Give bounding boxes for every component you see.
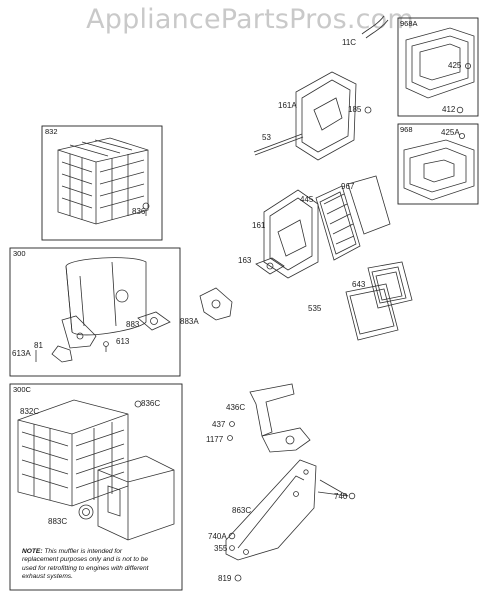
precleaner-967 xyxy=(347,175,391,235)
screw-836 xyxy=(142,202,150,216)
label-613a: 613A xyxy=(12,349,31,358)
label-883: 883 xyxy=(126,320,140,329)
elbow-436c xyxy=(249,383,311,453)
gasket-883 xyxy=(137,311,171,331)
gasket-883a xyxy=(199,287,233,321)
label-163: 163 xyxy=(238,256,252,265)
label-412: 412 xyxy=(442,105,456,114)
screw-836c xyxy=(134,400,142,408)
label-425a: 425A xyxy=(441,128,460,137)
label-836: 836 xyxy=(132,207,146,216)
watermark: AppliancePartsPros.com xyxy=(86,4,414,35)
label-643: 643 xyxy=(352,280,366,289)
box-832-frame xyxy=(41,125,163,241)
cover-968a xyxy=(405,27,475,99)
label-161a: 161A xyxy=(278,101,297,110)
label-185: 185 xyxy=(348,105,362,114)
label-11c: 11C xyxy=(342,38,356,47)
nut-412 xyxy=(456,106,464,114)
box-968a-frame xyxy=(397,17,479,117)
label-883a: 883A xyxy=(180,317,199,326)
nut-185 xyxy=(364,106,372,114)
label-161: 161 xyxy=(252,221,266,230)
box-300c: 300C xyxy=(13,385,32,394)
gasket-883c xyxy=(78,504,94,520)
muffler-300 xyxy=(61,257,147,349)
label-1177: 1177 xyxy=(206,435,224,444)
box-968: 968 xyxy=(400,125,413,134)
label-53: 53 xyxy=(262,133,271,142)
lockplate-81 xyxy=(51,345,73,363)
bolt-613 xyxy=(103,341,109,352)
box-300-frame xyxy=(9,247,181,377)
label-425: 425 xyxy=(448,61,462,70)
filter-643 xyxy=(367,261,413,309)
tube-11c xyxy=(361,15,389,39)
label-436c: 436C xyxy=(226,403,245,412)
label-819: 819 xyxy=(218,574,232,583)
base-161a xyxy=(295,71,357,161)
cover-968 xyxy=(403,139,475,201)
bolt-819 xyxy=(234,574,242,582)
nut-740a xyxy=(228,532,236,540)
box-968-frame xyxy=(397,123,479,205)
box-832: 832 xyxy=(45,127,58,136)
label-836c: 836C xyxy=(141,399,160,408)
filter-445 xyxy=(315,185,361,261)
label-535: 535 xyxy=(308,304,322,313)
screw-425a xyxy=(458,132,465,139)
box-300c-frame xyxy=(9,383,183,591)
stud-53 xyxy=(253,133,304,156)
label-445: 445 xyxy=(300,195,314,204)
label-437: 437 xyxy=(212,420,226,429)
bolt-437 xyxy=(229,421,235,427)
label-863c: 863C xyxy=(232,506,251,515)
label-883c: 883C xyxy=(48,517,67,526)
note-text: This muffler is intended for replacement… xyxy=(22,548,149,581)
note-prefix: NOTE: xyxy=(22,548,43,555)
label-355: 355 xyxy=(214,544,228,553)
precleaner-535 xyxy=(345,283,399,341)
nut-740 xyxy=(317,479,356,500)
label-740a: 740A xyxy=(208,532,227,541)
muffler-300c xyxy=(97,455,175,541)
base-161 xyxy=(263,189,319,279)
gasket-163 xyxy=(255,257,285,275)
bracket-863c xyxy=(225,459,317,561)
muffler-note: NOTE: This muffler is intended for repla… xyxy=(22,548,150,582)
washer-355 xyxy=(229,545,235,551)
label-81: 81 xyxy=(34,341,43,350)
label-832c: 832C xyxy=(20,407,39,416)
box-300: 300 xyxy=(13,249,26,258)
nut-1177 xyxy=(227,435,233,441)
heat-shield-cage xyxy=(57,137,149,225)
screw-425 xyxy=(464,63,471,70)
label-740: 740 xyxy=(334,492,348,501)
box-968a: 968A xyxy=(400,19,418,28)
label-613: 613 xyxy=(116,337,130,346)
label-967: 967 xyxy=(341,182,355,191)
